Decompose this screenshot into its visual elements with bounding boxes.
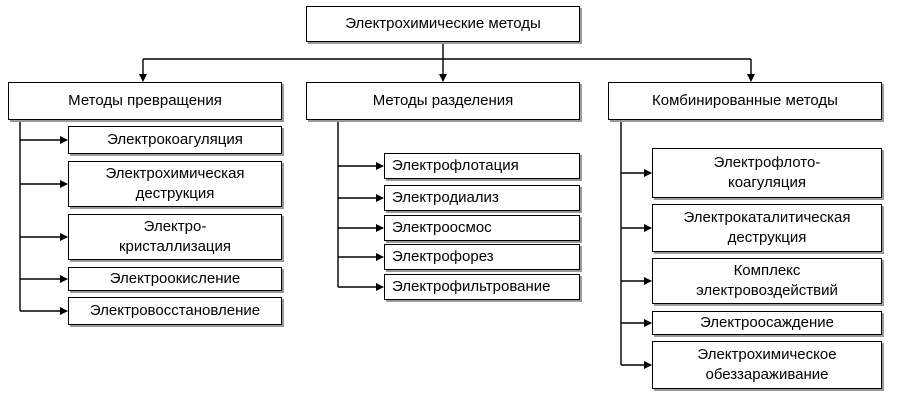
method-item: Электрофлото- коагуляция xyxy=(652,148,882,198)
method-item: Электродиализ xyxy=(384,185,580,211)
method-item: Электрокаталитическая деструкция xyxy=(652,204,882,252)
root-node-label: Электрохимические методы xyxy=(345,15,541,32)
method-item: Комплекс электровоздействий xyxy=(652,258,882,304)
method-item: Электровосстановление xyxy=(68,297,282,325)
method-item: Электрофорез xyxy=(384,244,580,270)
method-item: Электрофлотация xyxy=(384,153,580,179)
method-item: Электрокоагуляция xyxy=(68,126,282,154)
method-item: Электро- кристаллизация xyxy=(68,214,282,260)
category-label: Методы превращения xyxy=(68,92,222,109)
category-label: Комбинированные методы xyxy=(652,92,838,109)
method-item: Электрохимическая деструкция xyxy=(68,161,282,207)
category-label: Методы разделения xyxy=(372,92,514,109)
method-item: Электрофильтрование xyxy=(384,274,580,300)
category-combined-methods: Комбинированные методы xyxy=(608,82,882,120)
method-item: Электроосаждение xyxy=(652,311,882,335)
method-item: Электрохимическое обеззараживание xyxy=(652,341,882,389)
method-item: Электроосмос xyxy=(384,215,580,241)
root-node: Электрохимические методы xyxy=(306,6,580,42)
method-item: Электроокисление xyxy=(68,267,282,291)
category-transformation-methods: Методы превращения xyxy=(8,82,282,120)
category-separation-methods: Методы разделения xyxy=(306,82,580,120)
